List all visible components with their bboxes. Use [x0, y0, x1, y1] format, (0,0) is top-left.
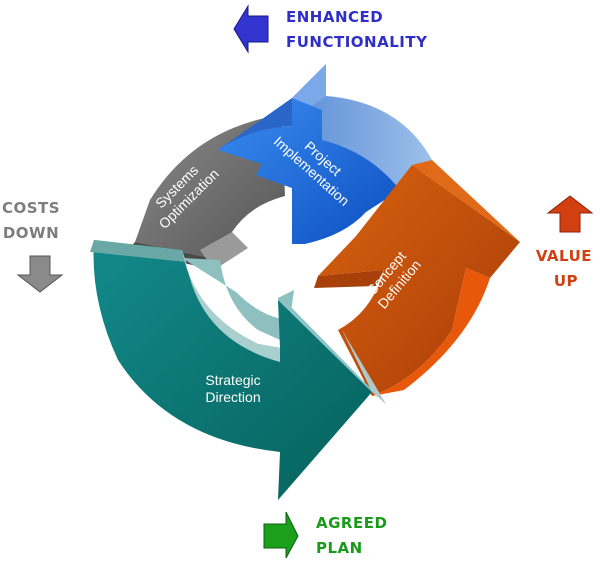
enhanced-functionality-label: ENHANCED FUNCTIONALITY — [286, 5, 427, 55]
arrow-up-icon — [546, 195, 594, 233]
enhanced-line1: ENHANCED — [286, 8, 384, 26]
arrow-left-icon — [233, 4, 269, 54]
value-line2: UP — [553, 272, 578, 290]
value-up-label: VALUE UP — [528, 244, 592, 294]
agreed-plan-label: AGREED PLAN — [316, 511, 387, 561]
strategic-label-line1: Strategic — [205, 372, 261, 388]
costs-line2: DOWN — [2, 224, 60, 242]
agreed-line2: PLAN — [316, 539, 363, 557]
agreed-line1: AGREED — [316, 514, 388, 532]
concept-definition-segment — [314, 160, 520, 396]
project-implementation-segment — [218, 64, 432, 244]
enhanced-line2: FUNCTIONALITY — [286, 33, 428, 51]
value-line1: VALUE — [535, 247, 592, 265]
costs-line1: COSTS — [1, 199, 61, 217]
arrow-down-icon — [16, 255, 64, 293]
strategic-direction-segment — [90, 240, 386, 500]
strategic-direction-label: Strategic Direction — [168, 372, 298, 406]
arrow-right-icon — [263, 511, 299, 559]
costs-down-label: COSTS DOWN — [0, 196, 62, 246]
strategic-label-line2: Direction — [205, 389, 261, 405]
